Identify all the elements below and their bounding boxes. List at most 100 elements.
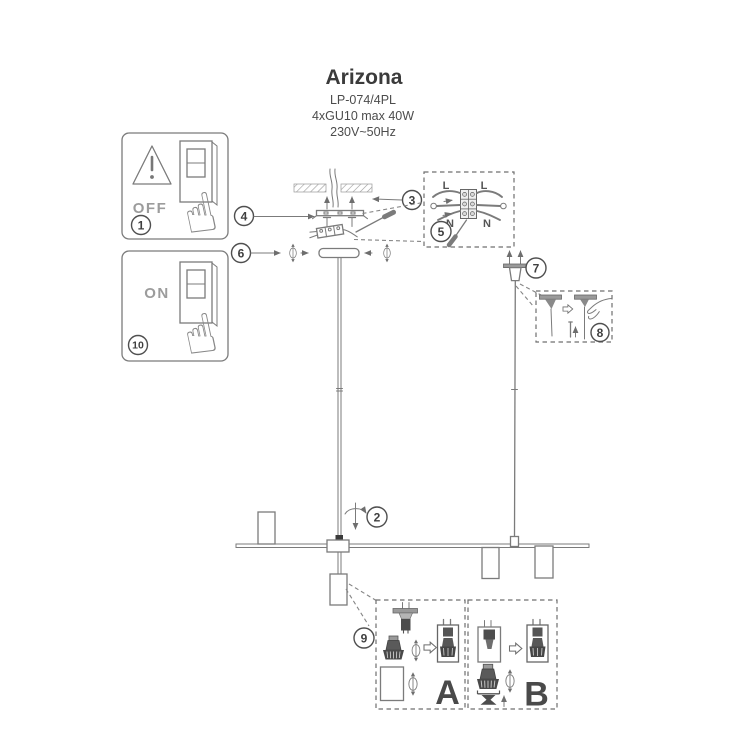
mounting-screw xyxy=(347,216,357,227)
canopy-assembly: 6 xyxy=(230,242,391,264)
pinching-hand-icon xyxy=(587,298,612,320)
earth-wire-right xyxy=(476,204,501,207)
fixture-bar xyxy=(235,511,590,606)
step-5-badge: 5 xyxy=(430,220,452,243)
svg-text:5: 5 xyxy=(438,225,445,239)
detail-callout-line xyxy=(515,285,535,308)
gu10-bulb-icon xyxy=(382,635,405,660)
terminal-label-N-right: N xyxy=(483,218,491,230)
screwdriver-icon xyxy=(355,209,396,233)
next-arrow-icon xyxy=(508,642,523,655)
bulb-insert-icon xyxy=(476,690,501,705)
wall-switch-icon xyxy=(179,140,218,207)
mounting-screw xyxy=(322,216,332,227)
shade-with-bulb-icon xyxy=(526,618,549,663)
ceiling-hatch xyxy=(340,183,373,193)
mains-wire xyxy=(329,168,334,208)
lamp-shade-down xyxy=(481,546,500,580)
ceiling-mount: 3 4 xyxy=(233,168,424,243)
center-junction xyxy=(326,539,350,553)
mount-variant-a-box: A xyxy=(375,599,466,712)
pointing-hand-icon: ☝ xyxy=(178,180,223,248)
rotate-icon xyxy=(289,243,297,263)
rotate-icon xyxy=(383,243,391,263)
on-label: ON xyxy=(144,285,170,302)
svg-text:8: 8 xyxy=(597,326,604,340)
mains-wire xyxy=(334,168,339,208)
step-6-badge: 6 xyxy=(230,242,252,264)
svg-text:3: 3 xyxy=(409,194,416,208)
variant-b-label: B xyxy=(524,676,549,714)
cable-bar-connector xyxy=(509,535,520,548)
svg-text:4: 4 xyxy=(241,210,248,224)
model-number: LP-074/4PL xyxy=(330,93,396,107)
ceiling-canopy xyxy=(318,247,360,259)
svg-text:1: 1 xyxy=(138,219,145,233)
detail-callout-line xyxy=(362,201,424,215)
voltage-spec: 230V~50Hz xyxy=(330,125,396,139)
detail-callout-line xyxy=(353,238,424,243)
lamp-shade-down xyxy=(534,545,554,579)
step-7-badge: 7 xyxy=(525,257,547,279)
live-wire-right xyxy=(476,190,503,198)
ceiling-hatch xyxy=(293,183,327,193)
lamp-shade-down-center xyxy=(329,573,348,606)
pointing-hand-icon: ☝ xyxy=(178,301,223,369)
off-label: OFF xyxy=(133,200,168,217)
suspension-cable-assembly: 7 8 xyxy=(503,250,613,537)
step-3-leader xyxy=(372,196,403,203)
stem-rod xyxy=(335,257,343,541)
terminal-connector xyxy=(309,223,358,239)
detail-callout-line xyxy=(348,583,378,602)
svg-text:6: 6 xyxy=(238,247,245,261)
wall-switch-icon xyxy=(179,261,218,328)
lamp-shade-up xyxy=(257,511,276,545)
svg-text:9: 9 xyxy=(361,632,368,646)
switch-on-panel: ON ☝ 10 xyxy=(121,250,229,369)
terminal-label-N-left: N xyxy=(446,218,454,230)
next-arrow-icon xyxy=(562,304,574,314)
svg-text:7: 7 xyxy=(533,262,540,276)
header: Arizona LP-074/4PL 4xGU10 max 40W 230V~5… xyxy=(312,66,414,139)
switch-off-panel: OFF ☝ 1 xyxy=(121,132,229,248)
live-wire-left xyxy=(432,190,461,198)
lamp-socket-icon xyxy=(392,602,418,634)
product-name: Arizona xyxy=(325,66,402,89)
terminal-block xyxy=(460,189,477,219)
terminal-label-L-right: L xyxy=(481,180,488,192)
bulb-spec: 4xGU10 max 40W xyxy=(312,109,414,123)
svg-text:2: 2 xyxy=(374,511,381,525)
shade-with-bulb-icon xyxy=(436,618,460,663)
rod-screw-step: 2 xyxy=(344,502,388,530)
step-1-badge: 1 xyxy=(130,214,152,236)
rotate-icon xyxy=(505,668,515,694)
rotate-icon xyxy=(411,639,421,662)
earth-wire-left xyxy=(436,204,461,207)
step-9-badge: 9 xyxy=(353,627,375,649)
shade-with-socket-icon xyxy=(477,620,502,663)
rotate-icon xyxy=(408,671,418,697)
cable-adjuster-detail-box: 8 xyxy=(535,290,613,343)
bulb-install-callout: 9 xyxy=(345,583,378,649)
step-3-badge: 3 xyxy=(401,189,423,211)
mounting-bracket xyxy=(312,209,368,220)
mount-variant-b-box: B xyxy=(467,599,558,714)
terminal-label-L-left: L xyxy=(443,180,450,192)
variant-a-label: A xyxy=(435,674,460,712)
step-8-badge: 8 xyxy=(590,322,610,343)
gu10-bulb-icon xyxy=(476,663,500,690)
suspension-cable xyxy=(513,280,516,537)
svg-text:10: 10 xyxy=(132,340,144,352)
screwdriver-icon xyxy=(446,219,468,248)
warning-triangle-icon xyxy=(132,145,172,185)
detail-callout-line xyxy=(345,588,370,627)
next-arrow-icon xyxy=(423,641,437,654)
empty-shade-icon xyxy=(379,666,405,702)
step-4-badge: 4 xyxy=(233,205,255,227)
warning-exclamation-icon xyxy=(150,175,154,179)
step-2-badge: 2 xyxy=(366,506,388,528)
cable-gripper xyxy=(508,266,522,282)
step-10-badge: 10 xyxy=(127,334,149,356)
rod-coupler xyxy=(335,535,343,541)
